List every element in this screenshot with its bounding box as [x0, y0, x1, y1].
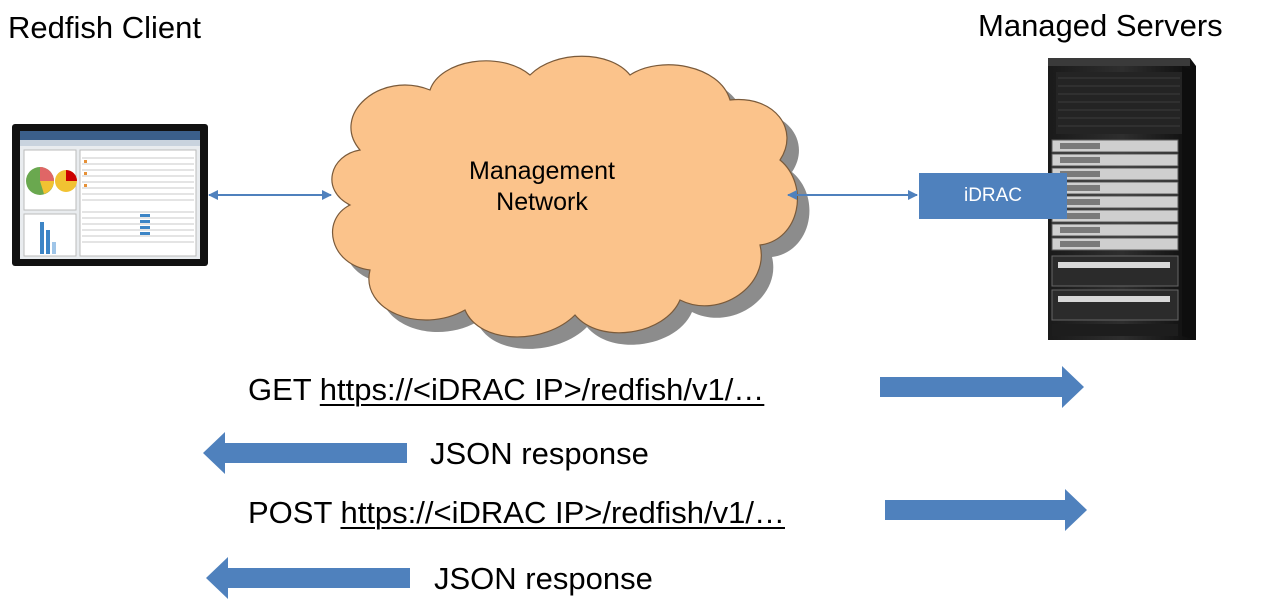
post-response-arrow	[206, 557, 410, 599]
post-request-arrow	[885, 489, 1087, 531]
get-request-line: GET https://<iDRAC IP>/redfish/v1/…	[248, 374, 764, 405]
get-url-link[interactable]: https://<iDRAC IP>/redfish/v1/…	[319, 372, 765, 407]
cloud-label-line2: Network	[496, 188, 588, 217]
cloud-label: Management Network	[442, 156, 642, 219]
servers-title: Managed Servers	[978, 8, 1223, 43]
post-method: POST	[248, 495, 332, 530]
client-title: Redfish Client	[8, 10, 201, 45]
post-request-line: POST https://<iDRAC IP>/redfish/v1/…	[248, 497, 785, 528]
get-method: GET	[248, 372, 312, 407]
get-response-label: JSON response	[430, 436, 649, 471]
management-network-cloud-icon	[331, 55, 798, 338]
idrac-box: iDRAC	[919, 173, 1067, 219]
client-monitor-icon	[12, 124, 208, 266]
cloud-label-line1: Management	[469, 157, 615, 185]
post-response-label: JSON response	[434, 561, 653, 596]
get-request-arrow	[880, 366, 1084, 408]
post-url-link[interactable]: https://<iDRAC IP>/redfish/v1/…	[340, 495, 785, 530]
get-response-arrow	[203, 432, 407, 474]
server-rack-icon	[1048, 58, 1196, 340]
